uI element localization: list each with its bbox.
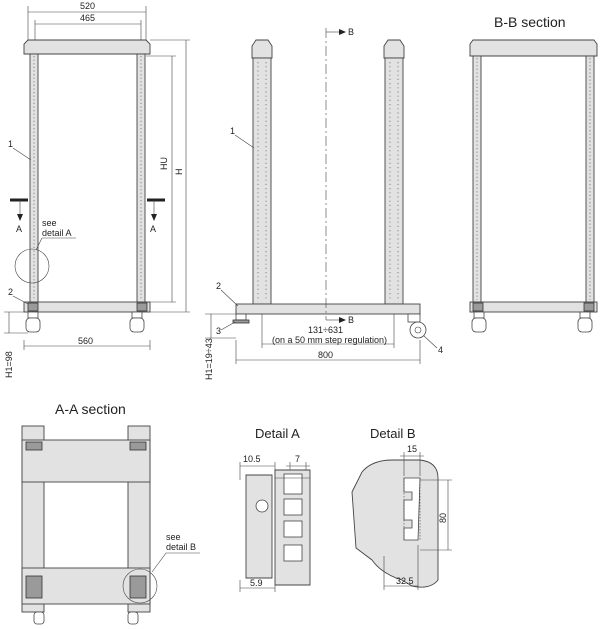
dim-range-note: (on a 50 mm step regulation) (272, 335, 387, 345)
detail-a-title: Detail A (255, 426, 300, 441)
label-h: H (174, 169, 184, 176)
section-aa-title: A-A section (55, 401, 126, 417)
dim-10-5: 10.5 (243, 454, 261, 464)
detail-a: Detail A 10.5 7 5.9 (239, 426, 311, 592)
detail-b: Detail B 15 80 32.5 (351, 426, 452, 590)
detail-b-title: Detail B (370, 426, 416, 441)
detail-a-note-line1: see (42, 218, 57, 228)
dim-width-outer: 520 (80, 1, 95, 11)
section-bb: B-B section (469, 14, 598, 333)
dim-depth: 560 (78, 336, 93, 346)
callout-1-front: 1 (8, 139, 13, 149)
section-bb-title: B-B section (494, 14, 566, 30)
detail-b-note-line1: see (166, 532, 181, 542)
label-hu: HU (159, 157, 169, 170)
callout-4-side: 4 (438, 345, 443, 355)
dim-15: 15 (407, 444, 417, 454)
dim-width-inner: 465 (80, 13, 95, 23)
dim-range: 131÷631 (308, 325, 343, 335)
section-aa: A-A section see detail B (21, 401, 200, 625)
section-mark-a-left: A (16, 224, 22, 234)
dim-80: 80 (438, 513, 448, 523)
front-view: 520 465 HU H 560 (4, 1, 190, 378)
label-h1-side: H1=19÷43 (204, 338, 214, 380)
section-mark-b-bottom: B (348, 315, 354, 325)
callout-3-side: 3 (216, 326, 221, 336)
section-mark-a-right: A (150, 224, 156, 234)
detail-a-note-line2: detail A (42, 228, 72, 238)
dim-length: 800 (318, 350, 333, 360)
dim-5-9: 5.9 (250, 578, 263, 588)
side-view: B B 131÷631 (on a 50 mm step regulation)… (204, 27, 443, 380)
label-h1-front: H1=98 (4, 351, 14, 378)
callout-2-side: 2 (216, 281, 221, 291)
callout-2-front: 2 (8, 287, 13, 297)
dim-7: 7 (295, 454, 300, 464)
callout-1-side: 1 (230, 126, 235, 136)
detail-b-note-line2: detail B (166, 542, 196, 552)
section-mark-b-top: B (348, 27, 354, 37)
dim-32-5: 32.5 (396, 576, 414, 586)
